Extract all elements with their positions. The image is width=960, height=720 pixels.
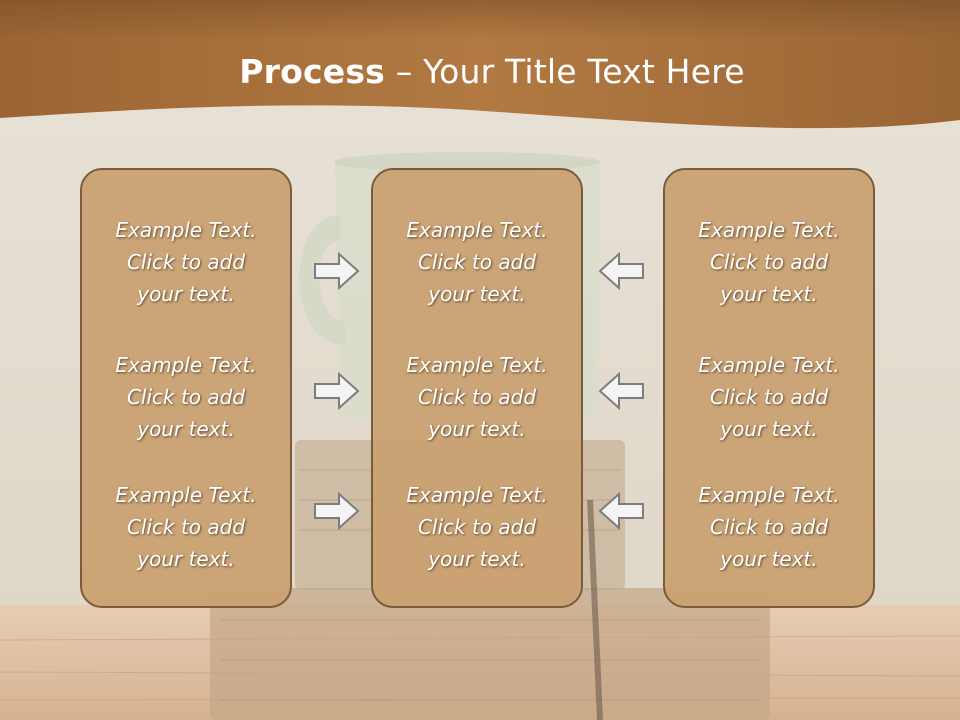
text-line: Example Text.: [406, 353, 548, 377]
text-line: Example Text.: [115, 483, 257, 507]
arrow-left-icon: [598, 491, 644, 531]
text-line: Example Text.: [406, 218, 548, 242]
text-block[interactable]: Example Text. Click to add your text.: [665, 214, 873, 310]
text-line: Example Text.: [406, 483, 548, 507]
text-line: your text.: [720, 547, 818, 571]
text-line: your text.: [720, 282, 818, 306]
text-line: Click to add: [417, 385, 537, 409]
text-block[interactable]: Example Text. Click to add your text.: [373, 479, 581, 575]
text-line: your text.: [137, 417, 235, 441]
text-block[interactable]: Example Text. Click to add your text.: [82, 479, 290, 575]
arrow-left-icon: [598, 251, 644, 291]
arrow-right-icon: [314, 251, 360, 291]
text-line: Click to add: [126, 250, 246, 274]
text-line: Example Text.: [115, 353, 257, 377]
text-line: Example Text.: [698, 218, 840, 242]
arrow-left-icon: [598, 371, 644, 411]
process-box-left[interactable]: Example Text. Click to add your text. Ex…: [80, 168, 292, 608]
text-block[interactable]: Example Text. Click to add your text.: [665, 479, 873, 575]
text-line: Click to add: [417, 250, 537, 274]
text-line: Click to add: [417, 515, 537, 539]
text-line: your text.: [137, 282, 235, 306]
text-block[interactable]: Example Text. Click to add your text.: [82, 214, 290, 310]
slide-title[interactable]: Process – Your Title Text Here: [0, 52, 960, 91]
arrow-right-icon: [314, 491, 360, 531]
text-line: Click to add: [709, 250, 829, 274]
text-block[interactable]: Example Text. Click to add your text.: [82, 349, 290, 445]
text-line: Example Text.: [698, 483, 840, 507]
text-line: Click to add: [709, 385, 829, 409]
process-box-right[interactable]: Example Text. Click to add your text. Ex…: [663, 168, 875, 608]
title-bold: Process: [239, 52, 386, 91]
arrow-right-icon: [314, 371, 360, 411]
text-line: Click to add: [709, 515, 829, 539]
text-line: your text.: [137, 547, 235, 571]
text-line: Example Text.: [115, 218, 257, 242]
text-block[interactable]: Example Text. Click to add your text.: [373, 349, 581, 445]
text-line: your text.: [720, 417, 818, 441]
text-block[interactable]: Example Text. Click to add your text.: [665, 349, 873, 445]
text-line: Click to add: [126, 515, 246, 539]
text-line: Click to add: [126, 385, 246, 409]
process-box-center[interactable]: Example Text. Click to add your text. Ex…: [371, 168, 583, 608]
title-rest: – Your Title Text Here: [385, 52, 745, 91]
text-line: Example Text.: [698, 353, 840, 377]
text-line: your text.: [428, 547, 526, 571]
text-line: your text.: [428, 417, 526, 441]
text-block[interactable]: Example Text. Click to add your text.: [373, 214, 581, 310]
text-line: your text.: [428, 282, 526, 306]
